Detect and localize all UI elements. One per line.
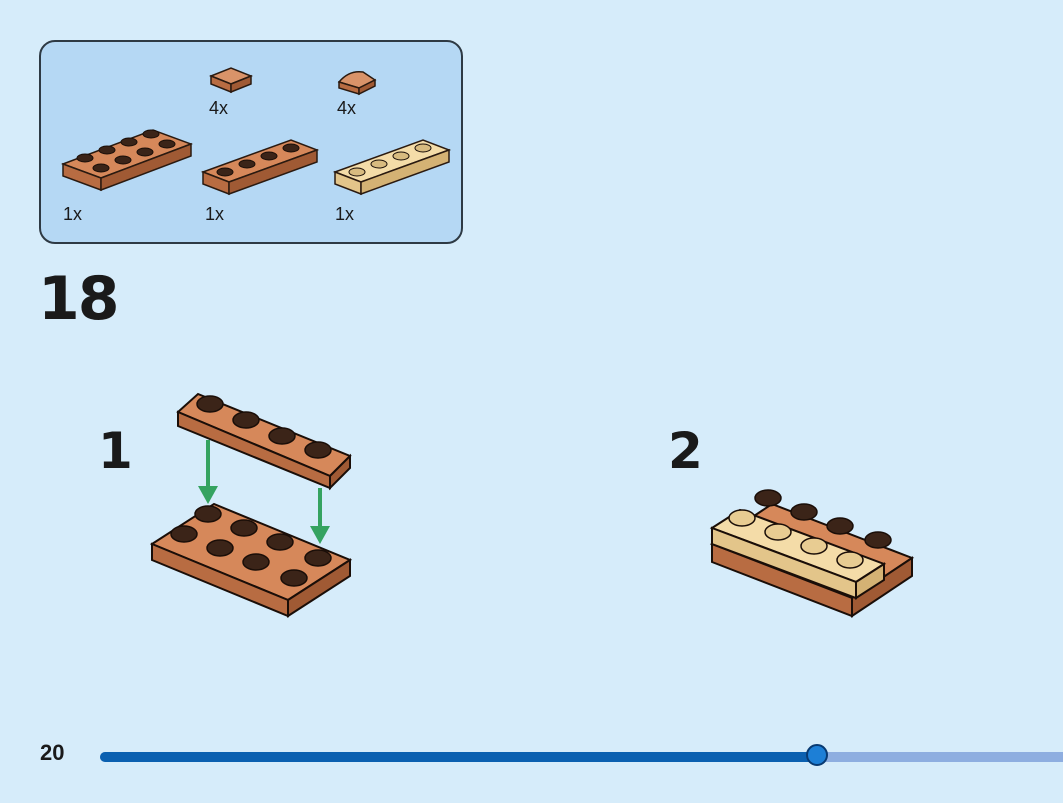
page-number: 20 — [40, 740, 65, 765]
plate-2x4-icon — [61, 129, 193, 192]
part-quantity: 1x — [335, 204, 355, 224]
tile-1x1-icon — [208, 67, 254, 94]
part-quantity: 1x — [205, 204, 225, 224]
arrow-icon — [198, 440, 330, 544]
part-quantity: 1x — [63, 204, 83, 224]
substep-2-build-illustration — [709, 489, 915, 618]
part-quantity: 4x — [209, 98, 229, 118]
step-number: 18 — [38, 264, 119, 334]
substep-number: 2 — [668, 422, 703, 480]
parts-panel: 4x 4x 1x 1x — [39, 40, 463, 244]
part-quantity: 4x — [337, 98, 357, 118]
plate-1x4-tan-icon — [333, 139, 452, 196]
progress-bar — [100, 744, 1063, 766]
quarter-round-tile-icon — [337, 70, 377, 96]
plate-1x4-icon — [201, 139, 320, 196]
substep-number: 1 — [98, 422, 133, 480]
progress-knob[interactable] — [806, 744, 828, 766]
progress-fill — [100, 752, 817, 762]
substep-1-build-illustration — [150, 392, 353, 618]
